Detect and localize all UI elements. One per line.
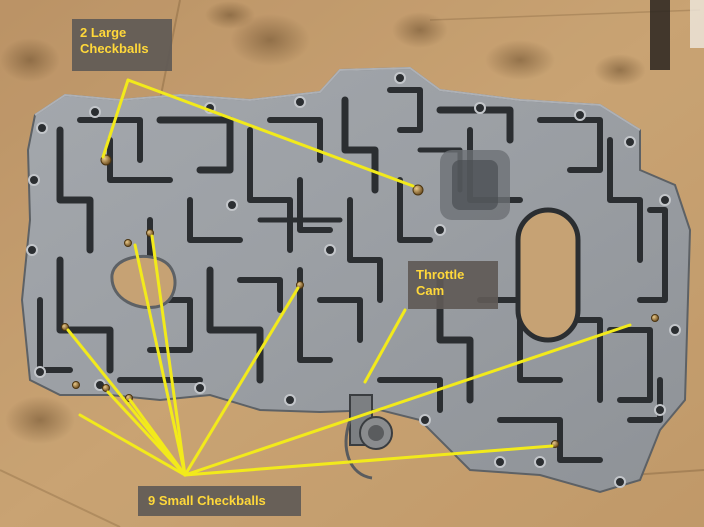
throttle-cam (344, 394, 393, 480)
throttle-cam-label: Throttle Cam (408, 261, 498, 309)
callout-line (183, 323, 632, 477)
callout-line (363, 308, 407, 384)
small-checkball (102, 384, 110, 392)
callout-line (183, 286, 300, 477)
callout-line (101, 78, 130, 159)
large-checkballs-label: 2 Large Checkballs (72, 19, 172, 71)
large-checkball (412, 184, 424, 196)
bolt-holes (26, 72, 681, 488)
small-checkball (124, 239, 132, 247)
casting-openings (110, 150, 581, 343)
callout-line (183, 444, 554, 477)
small-checkball (72, 381, 80, 389)
valve-body-casting (20, 66, 692, 494)
callout-line (150, 234, 187, 477)
callout-line (78, 413, 187, 477)
small-checkball (61, 323, 69, 331)
callout-lines (66, 78, 632, 477)
small-checkball (651, 314, 659, 322)
callout-line (126, 78, 415, 188)
callout-line (106, 390, 187, 477)
fluid-passages (37, 87, 668, 463)
callout-line (133, 243, 187, 477)
callout-line (128, 398, 187, 477)
small-checkballs-label: 9 Small Checkballs (138, 486, 301, 516)
